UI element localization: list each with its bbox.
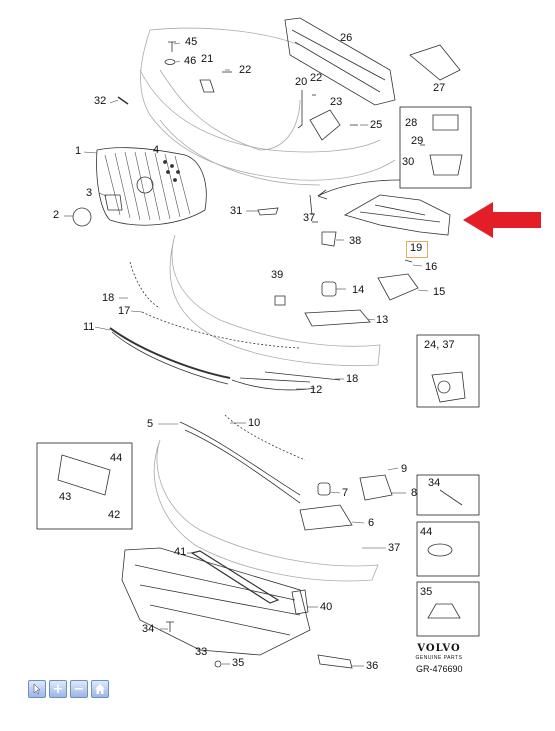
callout-30: 30 <box>402 156 415 168</box>
callout-35: 35 <box>420 586 433 598</box>
callout-1: 1 <box>75 145 82 157</box>
callout-6: 6 <box>368 517 375 529</box>
callout-29: 29 <box>411 135 424 147</box>
callout-19: 19 <box>410 242 423 254</box>
callout-3: 3 <box>86 187 93 199</box>
home-icon[interactable] <box>91 680 109 698</box>
callout-24-37: 24, 37 <box>424 339 455 351</box>
callout-15: 15 <box>433 286 446 298</box>
brand-tagline: GENUINE PARTS <box>415 655 463 661</box>
callout-31: 31 <box>230 205 243 217</box>
callout-32: 32 <box>94 95 107 107</box>
callout-42: 42 <box>108 509 121 521</box>
callout-18: 18 <box>102 292 115 304</box>
select-icon[interactable] <box>28 680 46 698</box>
viewer-toolbar: + − <box>28 680 109 698</box>
callout-17: 17 <box>118 305 131 317</box>
part-19-highlight <box>406 241 428 258</box>
callout-37: 37 <box>303 212 316 224</box>
callout-44-b: 44 <box>420 526 433 538</box>
callout-36: 36 <box>366 660 379 672</box>
callout-26: 26 <box>340 32 353 44</box>
callout-14: 14 <box>352 284 365 296</box>
callout-13: 13 <box>376 314 389 326</box>
callout-45: 45 <box>185 36 198 48</box>
callout-21: 21 <box>201 53 214 65</box>
callout-9: 9 <box>401 463 408 475</box>
callout-25: 25 <box>370 119 383 131</box>
callout-11: 11 <box>83 321 95 333</box>
callout-33: 33 <box>195 646 208 658</box>
callout-22-b: 22 <box>310 72 323 84</box>
callout-35-b: 35 <box>232 657 245 669</box>
diagram-reference: GR-476690 <box>416 664 463 674</box>
callout-7: 7 <box>342 487 349 499</box>
callout-2: 2 <box>53 209 60 221</box>
callout-46: 46 <box>184 55 197 67</box>
callout-16: 16 <box>425 261 438 273</box>
callout-18-b: 18 <box>346 373 359 385</box>
callout-37-b: 37 <box>388 542 401 554</box>
callout-8: 8 <box>411 487 418 499</box>
brand-logo: VOLVO <box>417 643 461 654</box>
callout-27: 27 <box>433 82 446 94</box>
callout-34-b: 34 <box>142 623 155 635</box>
callout-40: 40 <box>320 601 333 613</box>
callout-39: 39 <box>271 269 284 281</box>
callout-23: 23 <box>330 96 343 108</box>
callout-12: 12 <box>310 384 323 396</box>
zoom-in-icon[interactable]: + <box>49 680 67 698</box>
callout-43: 43 <box>59 491 72 503</box>
callout-38: 38 <box>349 235 362 247</box>
callout-10: 10 <box>248 417 261 429</box>
callout-22: 22 <box>239 64 252 76</box>
callout-41: 41 <box>174 546 187 558</box>
callout-28: 28 <box>405 117 418 129</box>
callout-20: 20 <box>295 76 308 88</box>
callout-5: 5 <box>147 418 154 430</box>
zoom-out-icon[interactable]: − <box>70 680 88 698</box>
callout-34: 34 <box>428 477 441 489</box>
callout-44: 44 <box>110 452 123 464</box>
red-pointer-arrow-icon <box>463 202 541 238</box>
callout-4: 4 <box>153 144 160 156</box>
